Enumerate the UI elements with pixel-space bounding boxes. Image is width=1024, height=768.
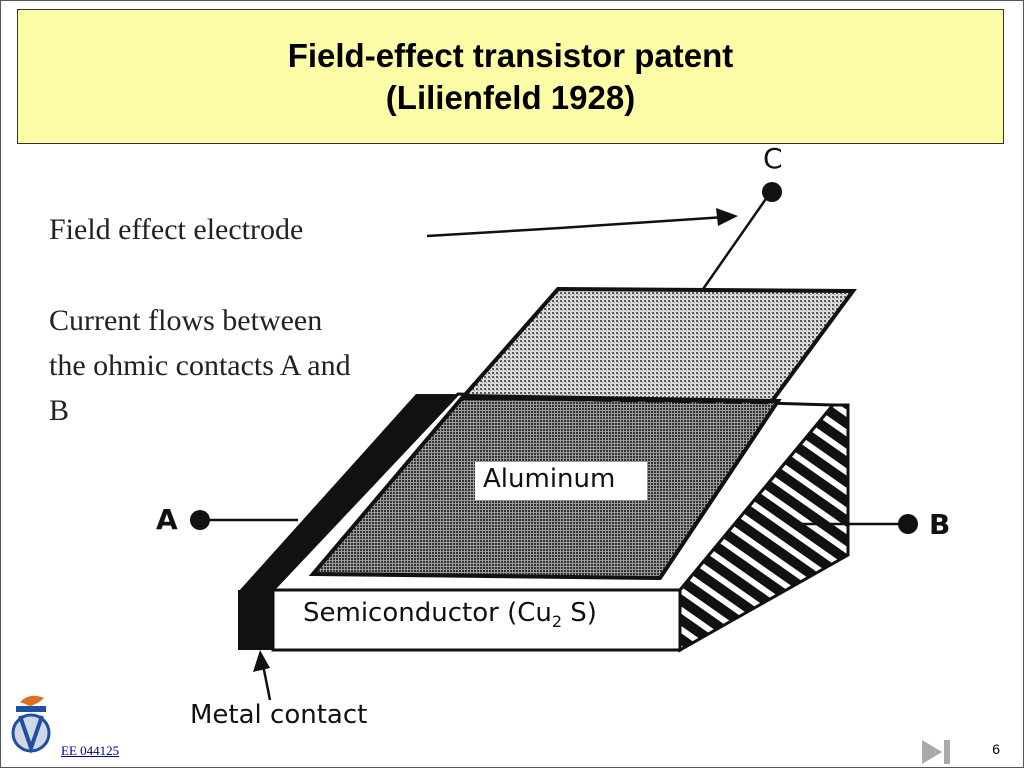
current-flow-text-line-1: Current flows between	[49, 304, 323, 337]
field-effect-electrode-label: Field effect electrode	[49, 213, 304, 246]
page-number: 6	[992, 741, 1000, 757]
terminal-c-label: C	[763, 142, 783, 175]
current-flow-text-line-3: B	[49, 394, 70, 427]
next-slide-button[interactable]	[920, 737, 960, 765]
current-flow-text-line-2: the ohmic contacts A and	[49, 349, 351, 382]
semiconductor-label-subscript: 2	[551, 612, 563, 632]
title-box: Field-effect transistor patent (Lilienfe…	[17, 9, 1004, 144]
terminal-a-label: A	[156, 503, 178, 536]
semiconductor-label-prefix: Semiconductor (Cu	[303, 598, 552, 628]
semiconductor-label-suffix: S)	[562, 598, 597, 628]
aluminum-label: Aluminum	[483, 464, 616, 494]
terminal-b-label: B	[929, 508, 951, 541]
slide-title-line-2: (Lilienfeld 1928)	[385, 78, 636, 116]
course-code-link[interactable]: EE 044125	[61, 743, 120, 758]
metal-contact-label: Metal contact	[190, 700, 368, 730]
slide-title-line-1: Field-effect transistor patent	[287, 36, 734, 74]
semiconductor-label: Semiconductor (Cu2 S)	[303, 598, 597, 631]
